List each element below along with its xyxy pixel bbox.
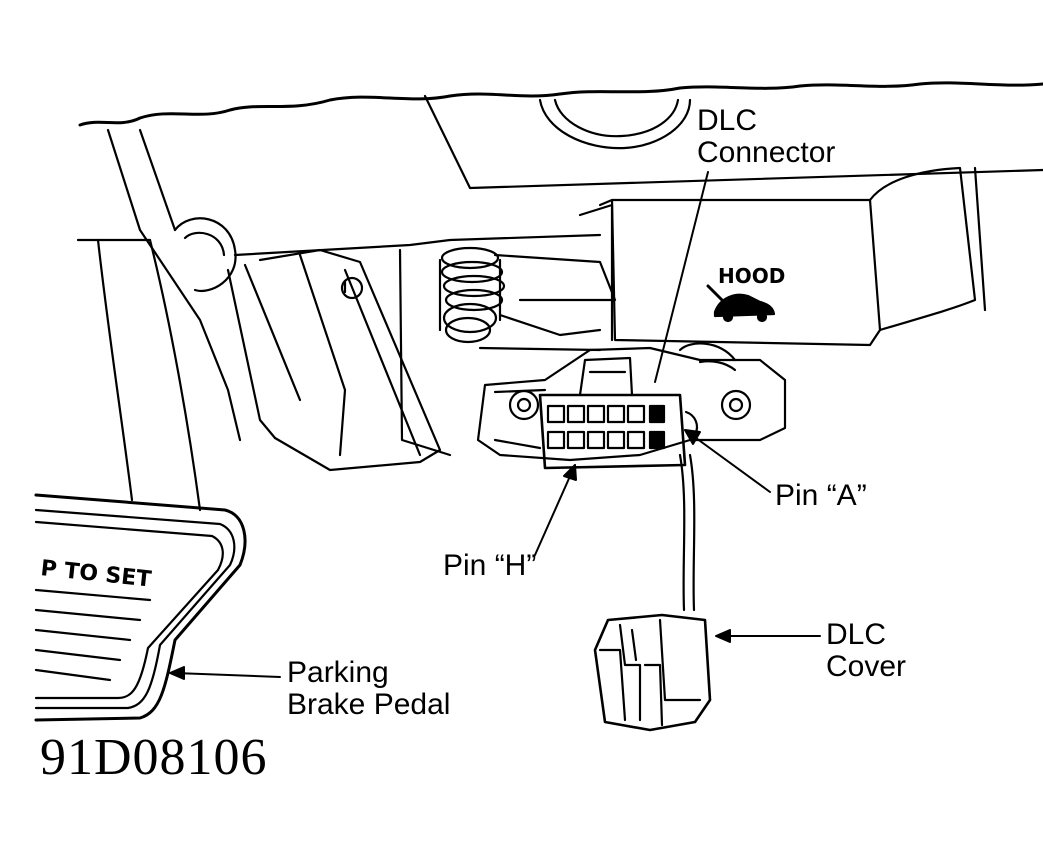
hood-label: HOOD xyxy=(718,264,785,288)
dlc-mount-bracket xyxy=(476,346,787,462)
parking-brake-label: Parking Brake Pedal xyxy=(287,657,450,721)
steering-column-bracket xyxy=(233,233,602,257)
dashboard-top-edge xyxy=(78,81,1043,127)
dlc-cover xyxy=(593,613,712,732)
pin-h-leader xyxy=(534,464,576,556)
dash-upper-panel xyxy=(423,94,1043,190)
pin-a-label: Pin “A” xyxy=(775,479,867,512)
lower-dash-panel xyxy=(610,198,882,347)
parking-brake-label-line1: Parking xyxy=(287,656,389,689)
parking-brake-label-line2: Brake Pedal xyxy=(287,688,451,721)
dlc-cover-label-line2: Cover xyxy=(826,650,907,683)
kick-panel xyxy=(106,128,242,442)
figure-id: 91D08106 xyxy=(40,729,268,786)
dlc-cover-label: DLC Cover xyxy=(826,619,906,683)
dlc-connector-label-line2: Connector xyxy=(697,136,836,169)
dlc-connector-label: DLC Connector xyxy=(697,105,835,169)
hood-icon xyxy=(706,284,776,323)
pedal-embossed-text: P TO SET xyxy=(39,556,152,592)
brake-spring xyxy=(438,246,506,344)
parking-brake-leader xyxy=(174,672,281,678)
dlc-connector xyxy=(538,356,699,470)
parking-brake-pedal: P TO SET xyxy=(34,493,247,722)
dlc-cover-label-line1: DLC xyxy=(826,618,887,651)
pin-h-label: Pin “H” xyxy=(443,549,537,582)
pin-a-leader xyxy=(684,429,771,493)
dlc-connector-label-line1: DLC xyxy=(697,104,758,137)
dlc-connector-leader xyxy=(654,171,709,383)
cover-wire xyxy=(678,453,696,612)
leader-lines xyxy=(169,171,821,680)
